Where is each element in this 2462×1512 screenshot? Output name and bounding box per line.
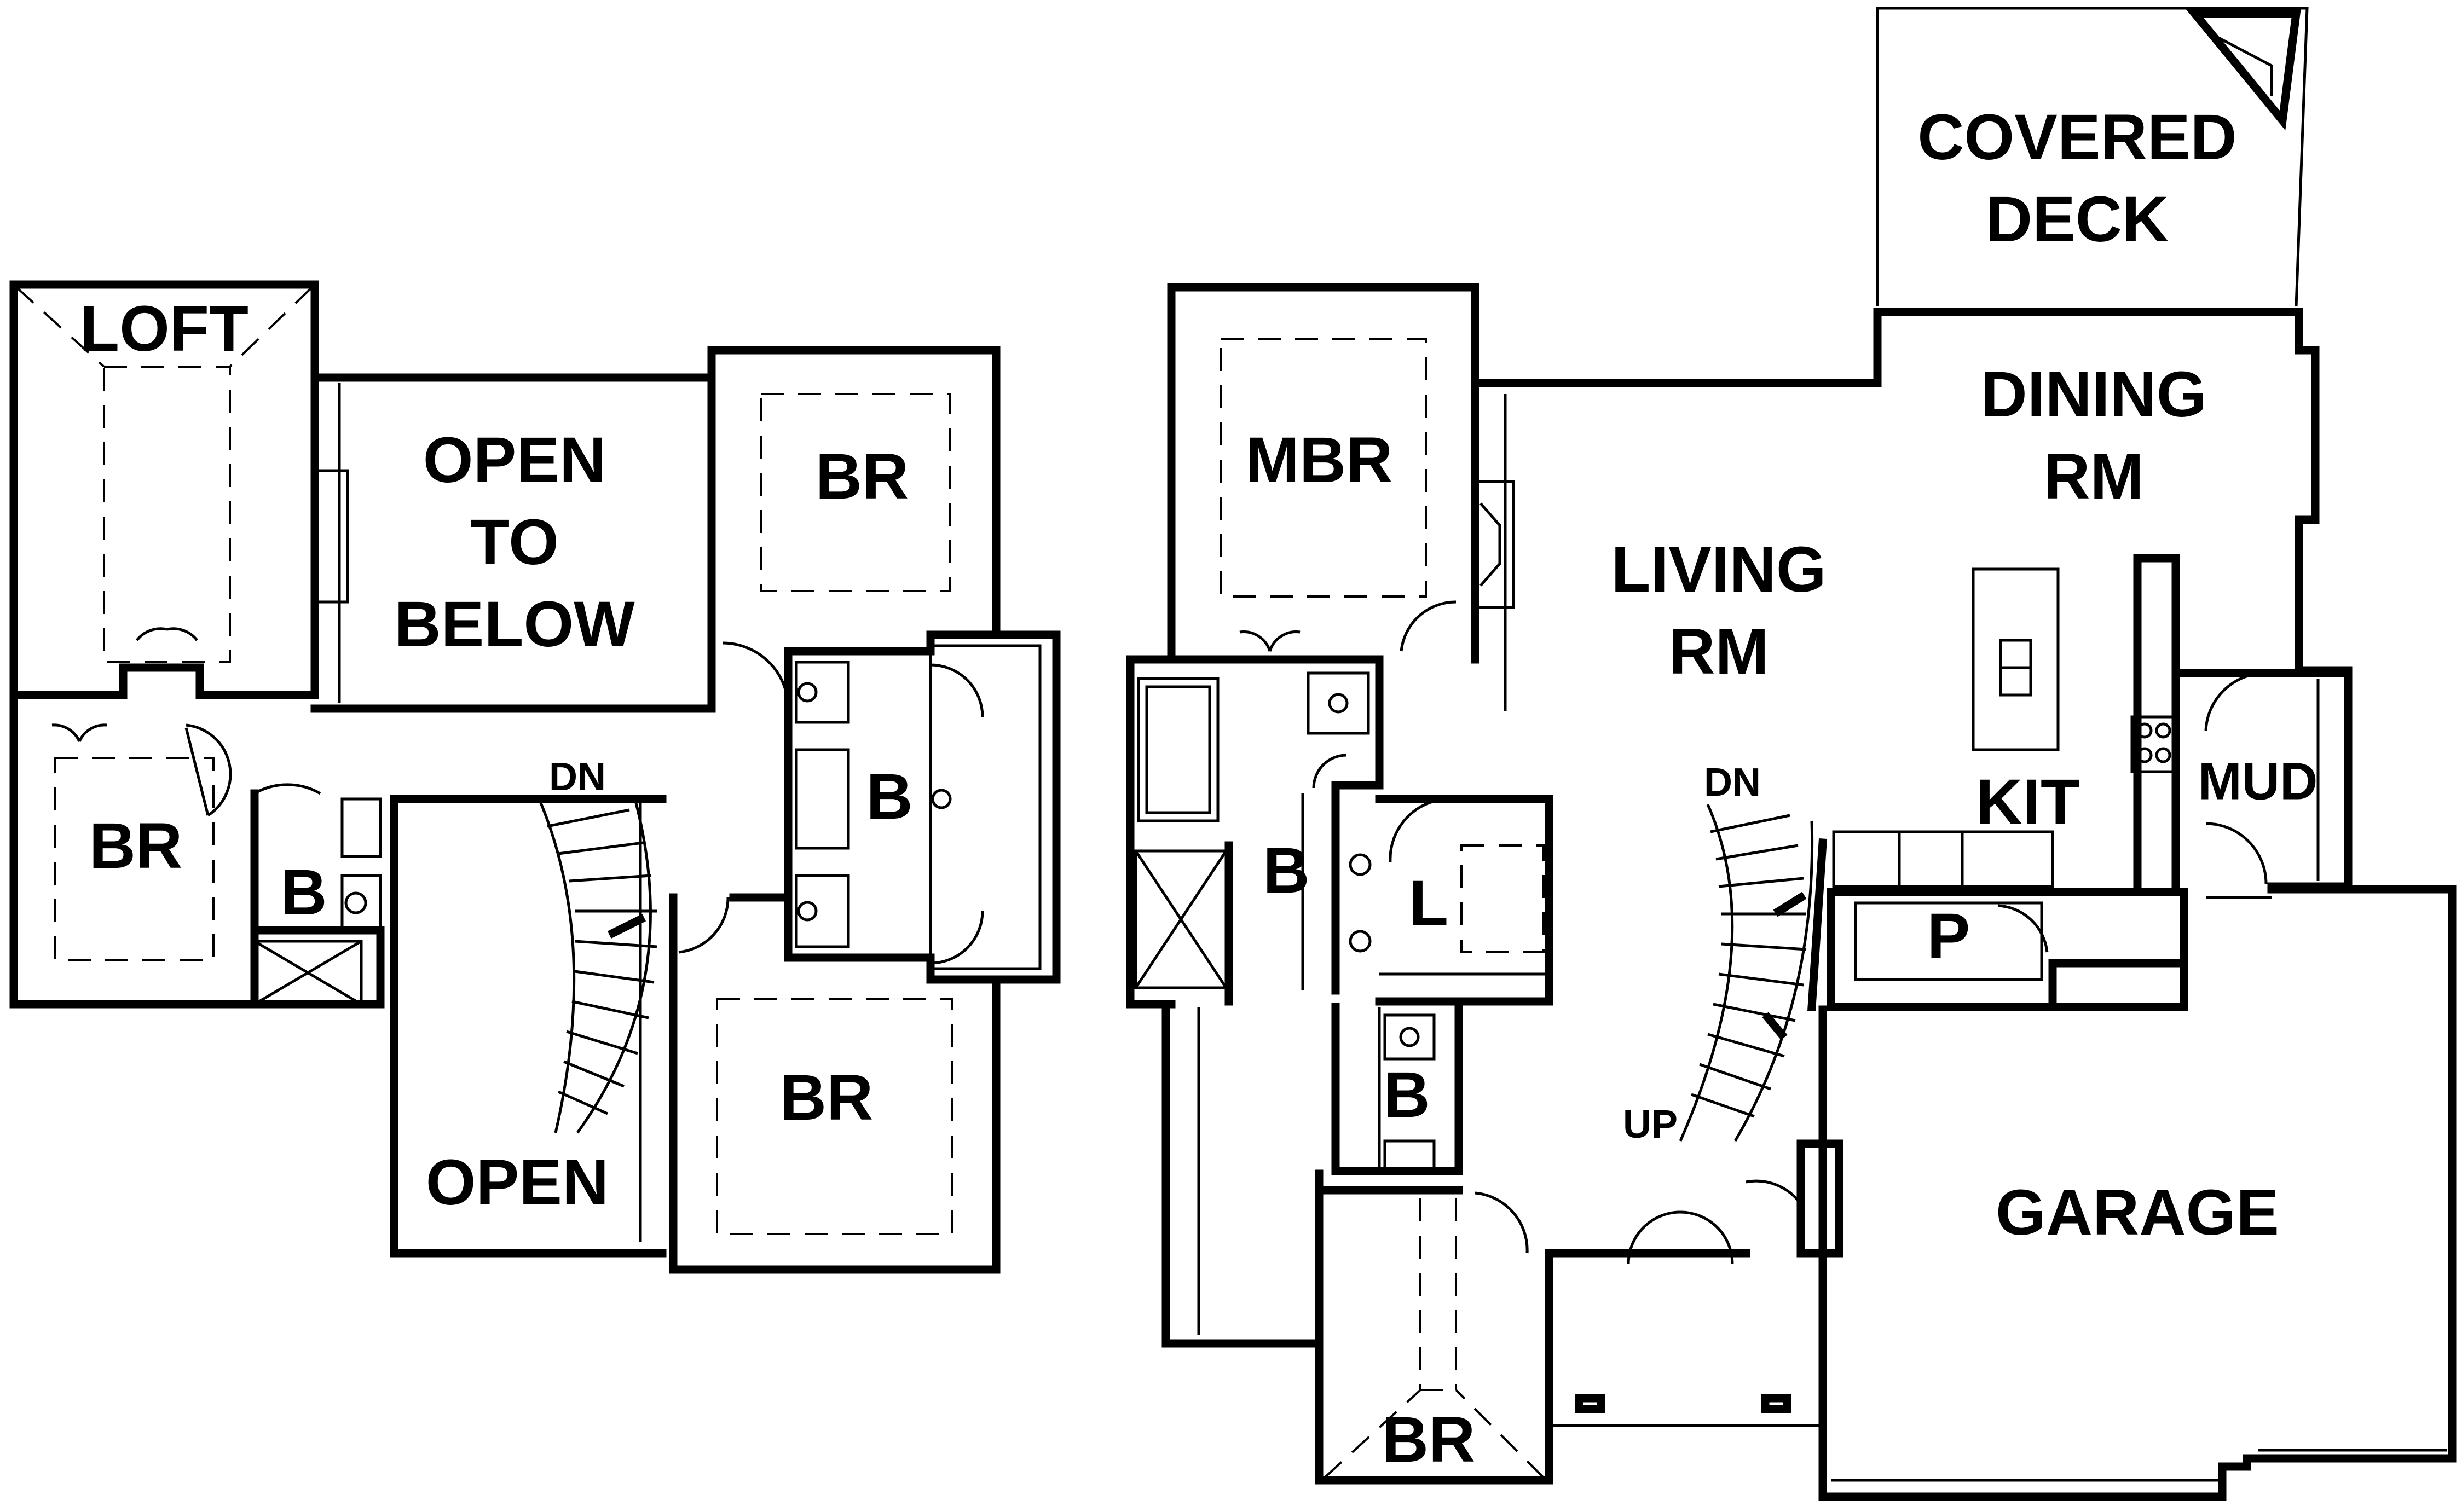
garage-label: GARAGE <box>1996 1177 2279 1249</box>
upper-bath-center <box>678 630 1061 984</box>
open-to-below-label-line3: BELOW <box>394 588 635 661</box>
dining-label-line1: DINING <box>1981 358 2207 431</box>
living-label-line1: LIVING <box>1611 534 1826 606</box>
open-to-below-label-line1: OPEN <box>423 424 606 496</box>
living-label-line2: RM <box>1668 616 1769 688</box>
main-floor-plan <box>1126 7 2457 1501</box>
bath-center-label: B <box>866 761 912 833</box>
master-bath <box>1126 655 1384 1009</box>
open-stair-well <box>390 795 667 1258</box>
upper-floor-labels: LOFT OPEN TO BELOW BR BR B B DN OPEN BR <box>80 293 913 1219</box>
main-stair-up-label: UP <box>1623 1103 1678 1146</box>
entry-porch <box>1545 1139 1843 1427</box>
hall-bath-label: B <box>1383 1059 1430 1131</box>
hall-bath <box>1331 1003 1463 1175</box>
laundry-label: L <box>1409 867 1448 940</box>
loft-room <box>9 280 319 1009</box>
pantry <box>1827 888 2188 1011</box>
upper-floor-plan <box>9 280 1061 1274</box>
master-bath-label: B <box>1263 835 1309 907</box>
laundry-room <box>1375 795 1553 1006</box>
main-stair <box>1679 803 1827 1142</box>
mud-room-label: MUD <box>2198 752 2318 810</box>
pantry-label: P <box>1927 900 1970 972</box>
upper-bath-left <box>250 783 382 1009</box>
covered-deck-label-line2: DECK <box>1986 183 2169 256</box>
covered-deck-label-line1: COVERED <box>1917 101 2237 173</box>
kitchen-label: KIT <box>1976 766 2080 838</box>
bedroom-left-label: BR <box>89 810 182 882</box>
bath-left-label: B <box>280 856 327 929</box>
main-floor-labels: COVERED DECK DINING RM MBR LIVING RM KIT… <box>1246 101 2318 1476</box>
front-bedroom <box>1315 1169 1553 1485</box>
upper-stair-dn-label: DN <box>549 755 606 799</box>
front-bedroom-label: BR <box>1382 1404 1475 1476</box>
dining-label-line2: RM <box>2043 441 2144 513</box>
bedroom-top-right-label: BR <box>816 441 909 513</box>
open-to-below-label-line2: TO <box>470 506 559 578</box>
upper-bedroom-left <box>9 691 385 1009</box>
covered-deck <box>1876 7 2309 307</box>
bedroom-bottom-label: BR <box>780 1062 873 1134</box>
master-bedroom-label: MBR <box>1246 424 1393 496</box>
open-label: OPEN <box>426 1146 609 1219</box>
upper-bedroom-bottom <box>669 893 1001 1274</box>
kitchen <box>1832 554 2180 891</box>
main-left-wing <box>1161 1000 1324 1348</box>
loft-label: LOFT <box>80 293 248 365</box>
main-stair-dn-label: DN <box>1704 761 1761 804</box>
garage <box>1818 885 2457 1501</box>
master-bedroom <box>1167 283 1479 664</box>
